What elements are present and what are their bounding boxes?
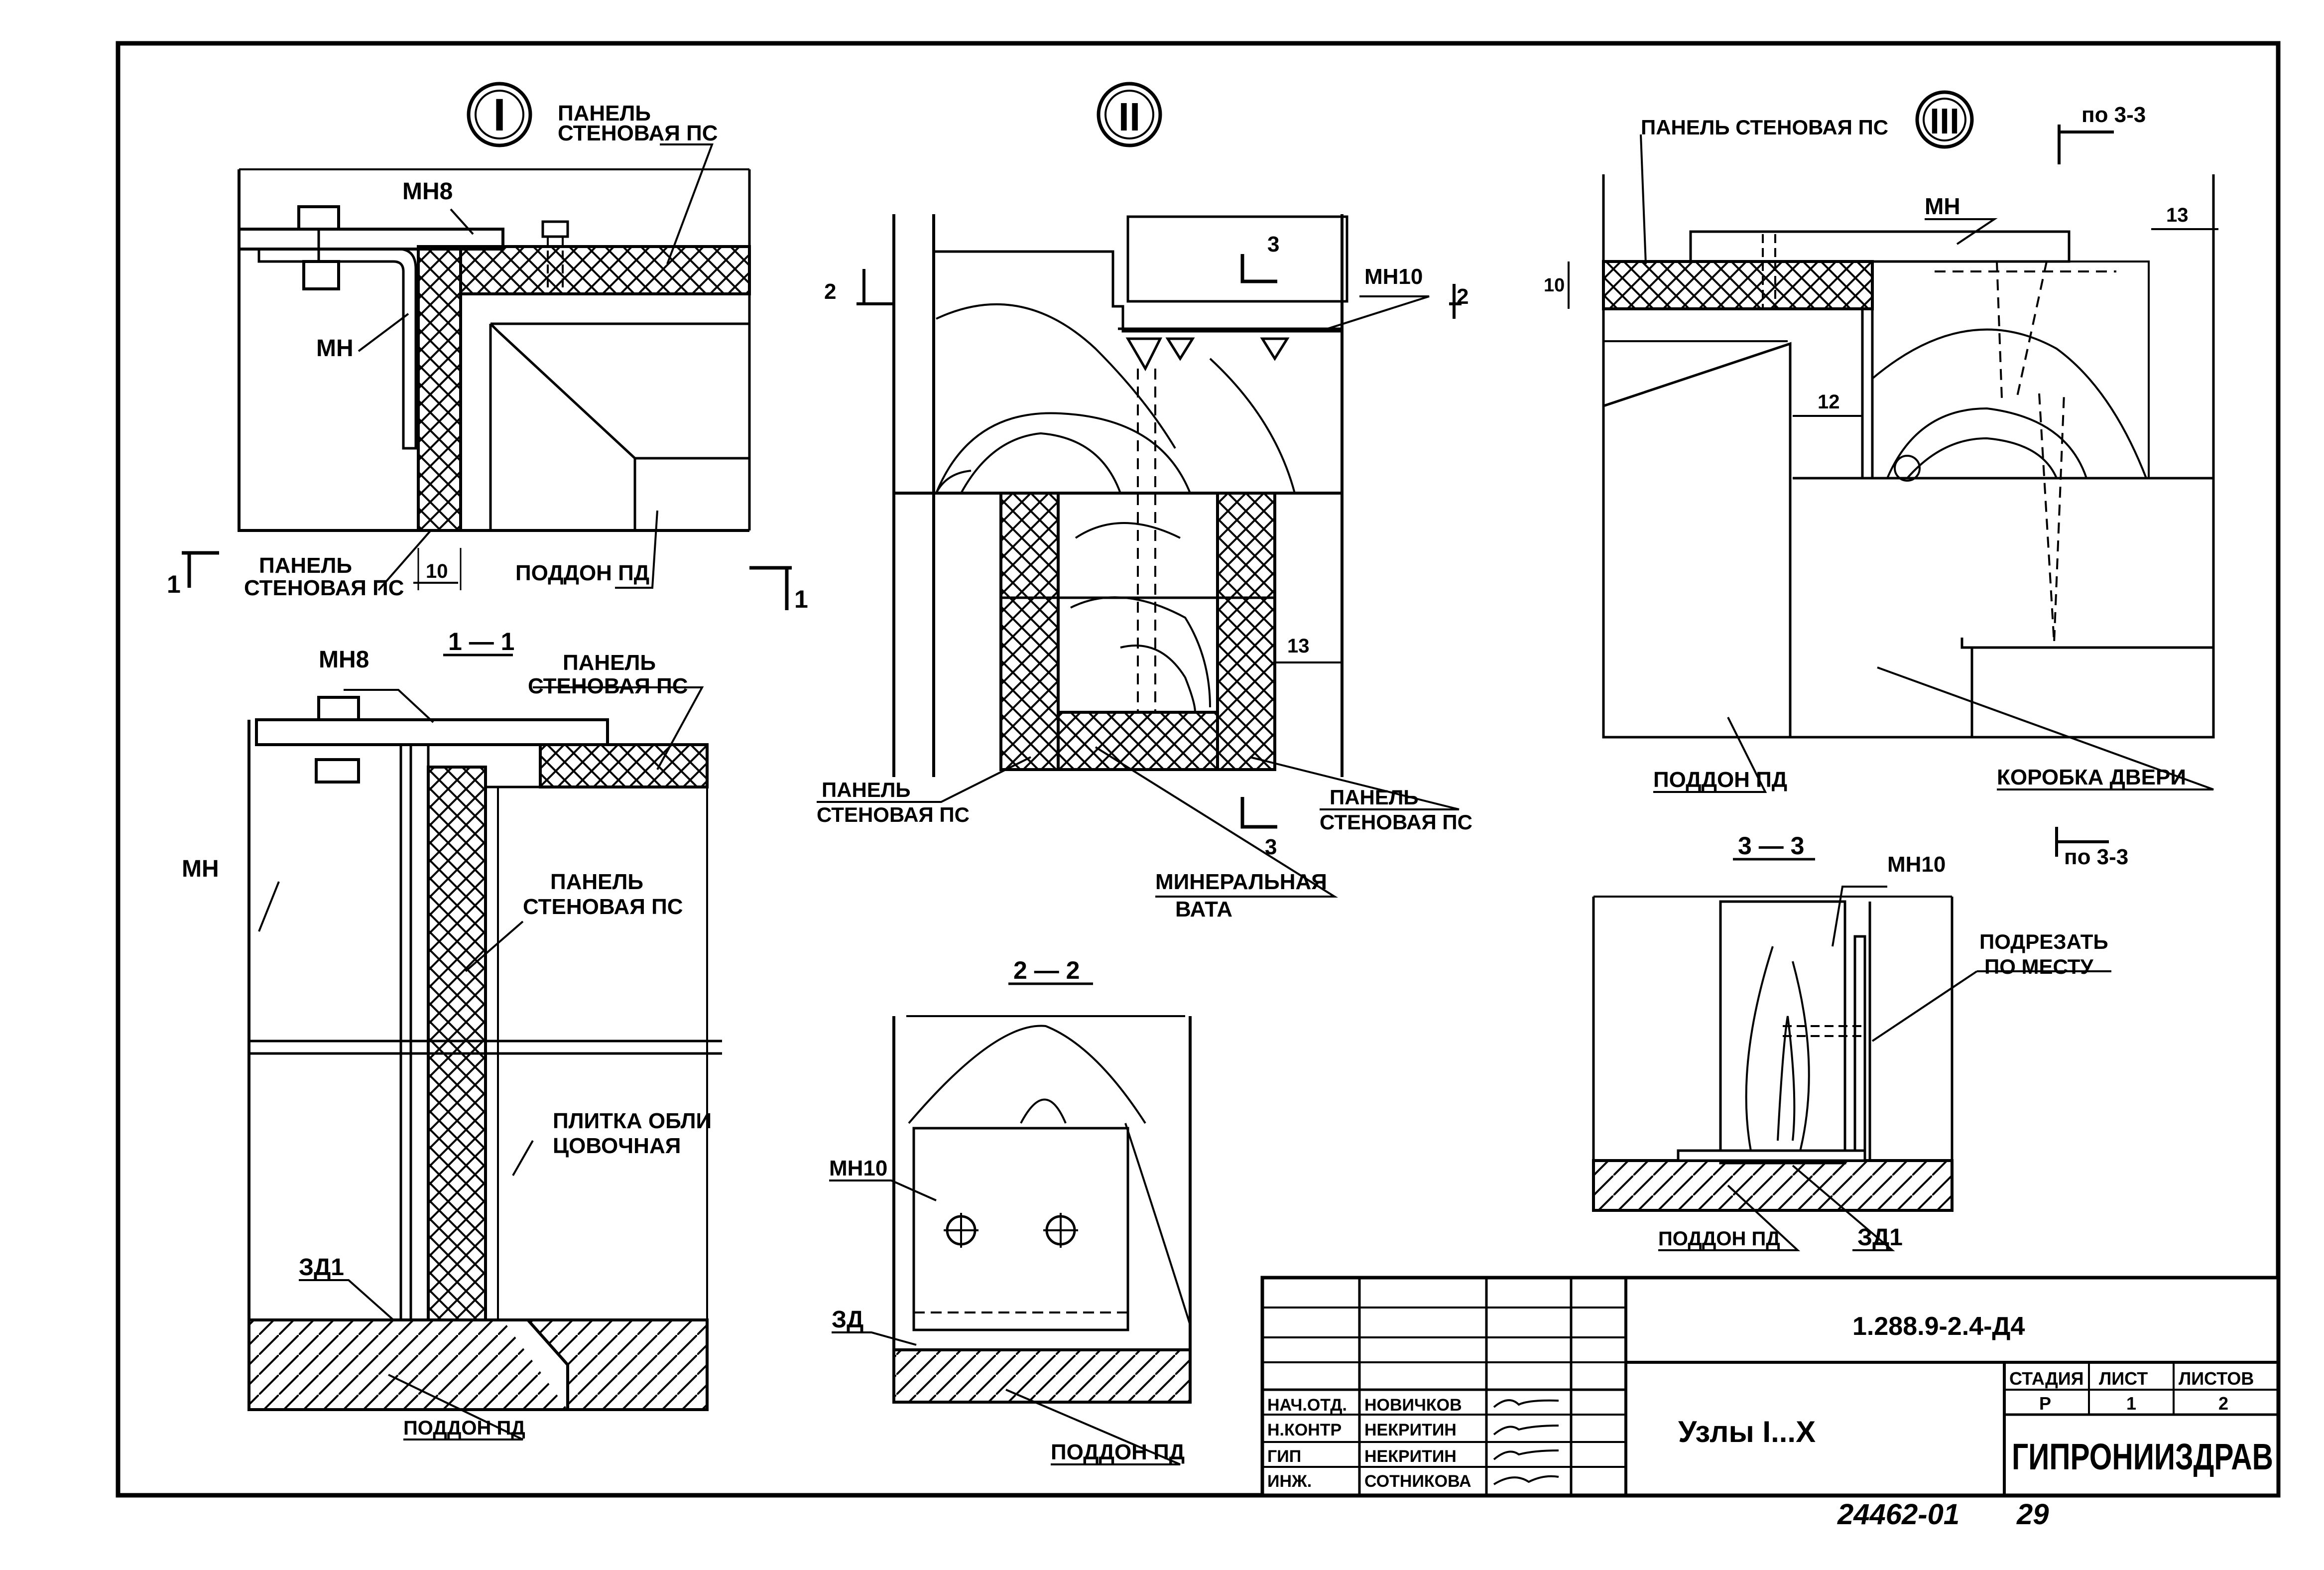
title-block-name-1: НОВИЧКОВ [1364,1396,1462,1415]
title-block-drawing-title: Узлы I...X [1678,1415,1816,1448]
section-3-3-trim-label-1: ПОДРЕЗАТЬ [1979,930,2108,953]
section-1-1-zd1-label: ЗД1 [299,1254,344,1281]
node-1-dim-10: 10 [426,560,448,582]
node-2-panel-right-label-2: СТЕНОВАЯ ПС [1320,810,1472,834]
node-3-label: III [1930,102,1959,141]
node-1-mn-label: МН [316,335,354,362]
section-1-1 [247,654,722,1440]
node-2-dim-13: 13 [1287,635,1310,657]
title-block-name-3: НЕКРИТИН [1364,1447,1457,1466]
section-1-1-title: 1 — 1 [448,628,514,655]
title-block-stage: Р [2039,1393,2051,1414]
section-1-1-panel-top-label-2: СТЕНОВАЯ ПС [528,674,688,698]
section-3-3-poddon-label: ПОДДОН ПД [1658,1228,1780,1250]
section-2-2-title: 2 — 2 [1013,956,1080,984]
node-3-dim-13: 13 [2166,204,2189,226]
node-1-detail: I [182,82,792,610]
section-1-1-panel-mid-label-2: СТЕНОВАЯ ПС [523,895,683,919]
node-1-cut-right: 1 [794,585,808,613]
section-1-1-mn-label: МН [182,856,219,882]
section-2-2-zd-label: ЗД [832,1307,863,1333]
section-2-2-poddon-label: ПОДДОН ПД [1051,1440,1185,1464]
node-3-dim-12: 12 [1818,391,1840,413]
node-2-mn10-label: МН10 [1364,264,1423,289]
title-block-role-1: НАЧ.ОТД. [1267,1396,1347,1415]
footer-page: 29 [2016,1498,2049,1531]
section-2-2 [829,982,1192,1465]
title-block-role-4: ИНЖ. [1267,1472,1312,1491]
node-1-mn8-label: МН8 [402,178,453,205]
title-block-role-2: Н.КОНТР [1267,1421,1342,1439]
title-block-role-3: ГИП [1267,1447,1301,1466]
node-2-panel-left-label-2: СТЕНОВАЯ ПС [817,803,970,826]
section-3-3-mn10-label: МН10 [1887,852,1946,877]
node-3-mn-label: МН [1925,193,1960,219]
node-1-panel-top-label-2: СТЕНОВАЯ ПС [558,121,718,145]
node-2-mineral-wool-label-1: МИНЕРАЛЬНАЯ [1155,870,1327,894]
title-block-name-4: СОТНИКОВА [1364,1472,1471,1491]
node-2-detail: II [817,82,1462,898]
title-block-sheets: 2 [2218,1393,2228,1414]
footer-inventory: 24462-01 [1837,1498,1959,1531]
section-3-3-trim-label-2: ПО МЕСТУ [1984,955,2093,978]
section-1-1-tile-label-2: ЦОВОЧНАЯ [553,1134,681,1158]
node-1-cut-left: 1 [167,570,181,598]
title-block-organization: ГИПРОНИИЗДРАВ [2012,1436,2273,1477]
node-3-poddon-label: ПОДДОН ПД [1653,768,1787,792]
node-2-cut-3-top: 3 [1267,232,1279,257]
section-3-3 [1592,858,2111,1251]
node-2-cut-2-left: 2 [824,279,836,304]
node-3-panel-label: ПАНЕЛЬ СТЕНОВАЯ ПС [1641,116,1888,139]
node-2-panel-left-label-1: ПАНЕЛЬ [822,778,911,801]
title-block-doc-code: 1.288.9-2.4-Д4 [1852,1312,2025,1341]
node-3-section-ref-bottom: по 3-3 [2064,845,2128,869]
section-2-2-mn10-label: МН10 [829,1156,887,1180]
section-1-1-panel-top-label-1: ПАНЕЛЬ [563,651,656,675]
title-block-name-2: НЕКРИТИН [1364,1421,1457,1439]
node-3-section-ref-top: по 3-3 [2081,103,2146,127]
node-1-panel-bottom-label-1: ПАНЕЛЬ [259,553,352,578]
node-3-detail: III [1568,90,2218,857]
node-1-label: I [493,90,506,140]
node-3-door-frame-label: КОРОБКА ДВЕРИ [1997,765,2186,789]
title-block [1260,1276,2280,1497]
node-3-dim-10: 10 [1544,275,1565,296]
node-2-cut-2-right: 2 [1457,284,1468,309]
node-1-poddon-label: ПОДДОН ПД [515,561,649,585]
section-1-1-panel-mid-label-1: ПАНЕЛЬ [550,870,643,894]
section-1-1-poddon-label: ПОДДОН ПД [403,1417,525,1439]
section-1-1-tile-label-1: ПЛИТКА ОБЛИ [553,1109,712,1133]
title-block-sheets-header: ЛИСТОВ [2179,1368,2254,1389]
node-2-mineral-wool-label-2: ВАТА [1175,897,1232,921]
section-3-3-title: 3 — 3 [1738,832,1804,860]
node-2-panel-right-label-1: ПАНЕЛЬ [1330,785,1419,809]
title-block-stage-header: СТАДИЯ [2009,1368,2084,1389]
node-2-label: II [1118,95,1140,139]
title-block-sheet-header: ЛИСТ [2099,1368,2148,1389]
section-1-1-mn8-label: МН8 [319,647,369,673]
title-block-sheet: 1 [2126,1393,2136,1414]
section-3-3-zd1-label: ЗД1 [1857,1224,1903,1251]
node-2-cut-3-bottom: 3 [1265,835,1277,859]
node-1-panel-top-label-1: ПАНЕЛЬ [558,101,651,126]
sheet-frame [116,41,2281,1498]
node-1-panel-bottom-label-2: СТЕНОВАЯ ПС [244,576,404,600]
